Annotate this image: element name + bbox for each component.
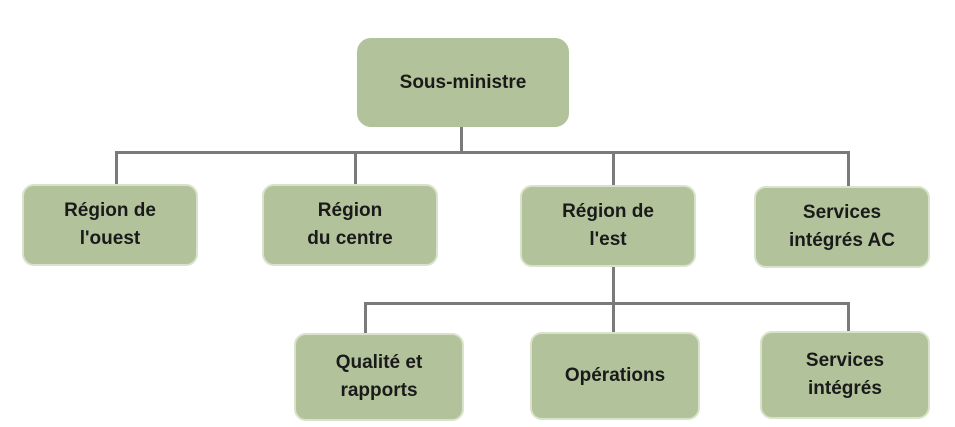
connector-level1-bar <box>115 151 850 154</box>
connector-to-services-integres <box>847 302 850 332</box>
connector-est-down <box>612 265 615 305</box>
connector-to-operations <box>612 302 615 332</box>
node-region-ouest: Région de l'ouest <box>22 184 198 266</box>
connector-to-est <box>612 151 615 185</box>
node-operations: Opérations <box>530 332 700 420</box>
node-services-integres-ac: Services intégrés AC <box>754 186 930 268</box>
connector-to-qualite <box>364 302 367 333</box>
node-services-integres: Services intégrés <box>760 331 930 419</box>
connector-level2-bar <box>364 302 850 305</box>
node-region-centre: Région du centre <box>262 184 438 266</box>
connector-to-services-ac <box>847 151 850 187</box>
connector-root-down <box>460 127 463 153</box>
connector-to-centre <box>354 151 357 185</box>
connector-to-ouest <box>115 151 118 185</box>
node-region-est: Région de l'est <box>520 185 696 267</box>
node-sous-ministre: Sous-ministre <box>357 38 569 127</box>
node-qualite-rapports: Qualité et rapports <box>294 333 464 421</box>
